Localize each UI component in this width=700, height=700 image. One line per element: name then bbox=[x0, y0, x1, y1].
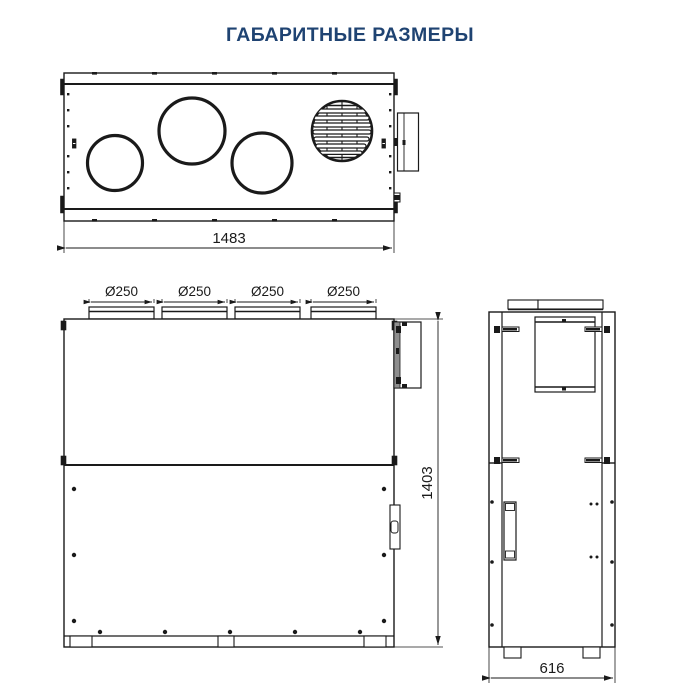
top-view-control-box bbox=[394, 112, 420, 172]
front-view-spigot-2-label: Ø250 bbox=[178, 284, 211, 299]
dimension-616: 616 bbox=[482, 647, 616, 683]
front-view-feet bbox=[69, 635, 387, 648]
top-view-fasteners bbox=[67, 72, 392, 222]
side-view-group: 616 bbox=[482, 299, 616, 683]
top-view-port-2 bbox=[157, 96, 227, 166]
front-view-spigot-4-label: Ø250 bbox=[327, 284, 360, 299]
side-view-fasteners bbox=[490, 500, 614, 627]
side-view-hinges-upper bbox=[494, 326, 610, 333]
front-view-spigot-1-label: Ø250 bbox=[105, 284, 138, 299]
top-view-group: 1483 bbox=[57, 72, 420, 253]
dimension-616-label: 616 bbox=[539, 660, 564, 677]
side-view-feet bbox=[503, 646, 601, 659]
dimension-1403-label: 1403 bbox=[419, 466, 436, 499]
dimension-1483: 1483 bbox=[57, 221, 395, 253]
front-view-handle bbox=[389, 504, 401, 550]
dimension-1483-label: 1483 bbox=[212, 230, 245, 247]
top-view-port-1 bbox=[85, 133, 145, 193]
front-view-fasteners bbox=[71, 486, 387, 635]
side-view-top-collars bbox=[507, 299, 604, 311]
top-view-port-3 bbox=[230, 131, 294, 195]
dimension-1403: 1403 bbox=[394, 312, 443, 648]
front-view-group: Ø250 Ø250 bbox=[60, 284, 443, 648]
page-title: ГАБАРИТНЫЕ РАЗМЕРЫ bbox=[226, 24, 474, 46]
top-view-grille bbox=[310, 99, 374, 163]
side-view-door-handle bbox=[503, 501, 517, 561]
front-view-control-box bbox=[393, 321, 422, 389]
top-view-side-tab bbox=[393, 192, 401, 203]
side-view-hinges-mid bbox=[494, 457, 610, 464]
front-view-spigot-3-label: Ø250 bbox=[251, 284, 284, 299]
